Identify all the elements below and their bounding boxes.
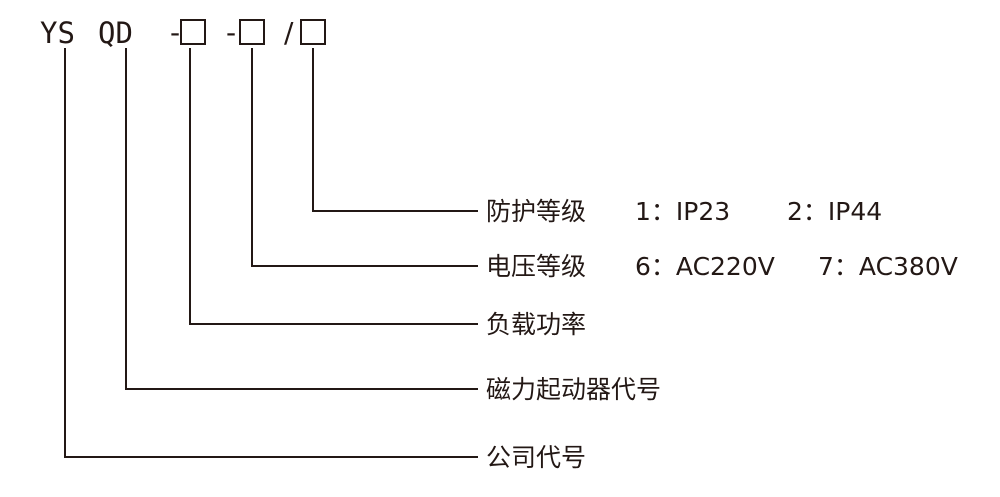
legend-label-power: 负载功率 xyxy=(486,310,586,339)
leader-line-company xyxy=(64,48,478,458)
legend-label-voltage: 电压等级 xyxy=(486,252,586,281)
legend-voltage-level: 电压等级 6：AC220V 7：AC380V xyxy=(486,252,958,281)
code-placeholder-voltage xyxy=(239,19,265,45)
legend-option-ip44: 2：IP44 xyxy=(787,197,882,226)
legend-option-ac380v: 7：AC380V xyxy=(818,252,958,281)
legend-option-ac220v: 6：AC220V xyxy=(635,252,775,281)
legend-label-protection: 防护等级 xyxy=(486,197,586,226)
leader-line-voltage xyxy=(251,48,478,267)
model-code: YS QD - - / xyxy=(40,16,326,50)
code-dash-2: - xyxy=(226,16,236,49)
leader-lines xyxy=(64,48,478,458)
leader-line-protection xyxy=(312,48,478,212)
legend-label-starter-code: 磁力起动器代号 xyxy=(486,375,661,404)
legend-protection-level: 防护等级 1：IP23 2：IP44 xyxy=(486,197,882,226)
code-slash: / xyxy=(284,16,294,49)
leader-line-starter xyxy=(125,48,478,390)
code-placeholder-protection xyxy=(300,19,326,45)
leader-line-power xyxy=(189,48,478,325)
code-part-starter: QD xyxy=(98,16,133,50)
code-part-company: YS xyxy=(40,16,75,50)
legend-option-ip23: 1：IP23 xyxy=(635,197,730,226)
code-placeholder-power xyxy=(180,19,206,45)
code-dash-1: - xyxy=(170,16,180,49)
legend-label-company-code: 公司代号 xyxy=(486,443,586,472)
legend-labels: 防护等级 1：IP23 2：IP44 电压等级 6：AC220V 7：AC380… xyxy=(486,197,958,472)
